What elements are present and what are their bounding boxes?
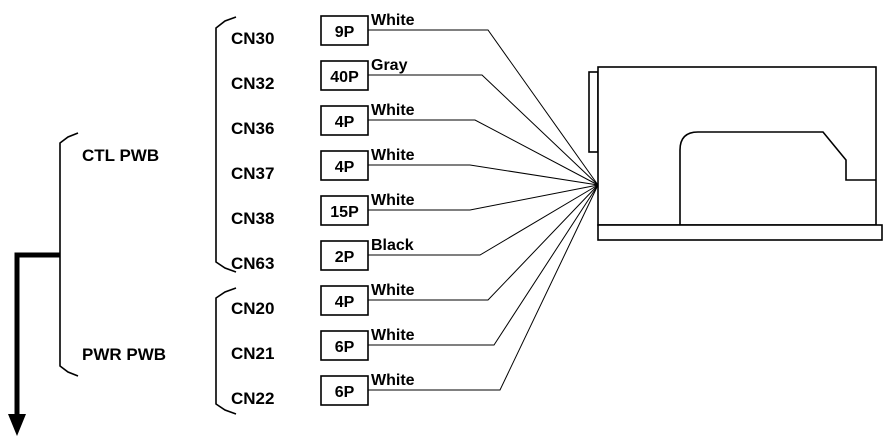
group-label-ctl-pwb: CTL PWB — [82, 146, 159, 165]
connector-name: CN36 — [231, 119, 274, 138]
wire-color: White — [371, 12, 415, 29]
connector-name: CN38 — [231, 209, 274, 228]
pin-count: 2P — [335, 249, 355, 266]
wire-line — [368, 119, 599, 186]
pwr-bracket — [215, 287, 237, 415]
wire-line — [368, 184, 599, 301]
connector-name: CN22 — [231, 389, 274, 408]
pin-count: 15P — [330, 204, 359, 221]
arrow-down-icon — [8, 414, 26, 436]
pin-box — [320, 150, 369, 181]
pin-count: 6P — [335, 339, 355, 356]
wire-color: Gray — [371, 57, 408, 74]
wire-color: White — [371, 147, 415, 164]
pin-box — [320, 285, 369, 316]
pin-count: 9P — [335, 24, 355, 41]
machine-cutout — [679, 131, 876, 225]
pin-count: 4P — [335, 294, 355, 311]
wire-line — [368, 29, 599, 186]
machine-body — [597, 66, 877, 226]
wire-color: White — [371, 282, 415, 299]
pin-count: 6P — [335, 384, 355, 401]
pin-box — [320, 330, 369, 361]
connector-name: CN20 — [231, 299, 274, 318]
connector-name: CN30 — [231, 29, 274, 48]
wire-color: White — [371, 327, 415, 344]
wire-color: White — [371, 372, 415, 389]
pin-box — [320, 375, 369, 406]
ctl-bracket — [215, 16, 237, 273]
wire-color: White — [371, 102, 415, 119]
pin-count: 40P — [330, 69, 359, 86]
outer-bracket — [59, 132, 79, 377]
wire-line — [368, 74, 599, 186]
pin-count: 4P — [335, 114, 355, 131]
connector-name: CN63 — [231, 254, 274, 273]
machine-outline — [588, 66, 883, 241]
wire-line — [368, 184, 599, 211]
pin-box — [320, 105, 369, 136]
machine-side-panel — [588, 71, 599, 153]
group-label-pwr-pwb: PWR PWB — [82, 345, 166, 364]
wire-line — [368, 184, 599, 346]
pin-count: 4P — [335, 159, 355, 176]
machine-base — [597, 224, 883, 241]
wire-line — [368, 184, 599, 256]
arrow-shaft — [14, 252, 60, 417]
connector-name: CN21 — [231, 344, 274, 363]
pin-box — [320, 195, 369, 226]
wire-line — [368, 164, 599, 186]
pin-box — [320, 240, 369, 271]
connector-name: CN32 — [231, 74, 274, 93]
connector-name: CN37 — [231, 164, 274, 183]
wire-line — [368, 184, 599, 391]
wire-color: White — [371, 192, 415, 209]
wire-color: Black — [371, 237, 414, 254]
